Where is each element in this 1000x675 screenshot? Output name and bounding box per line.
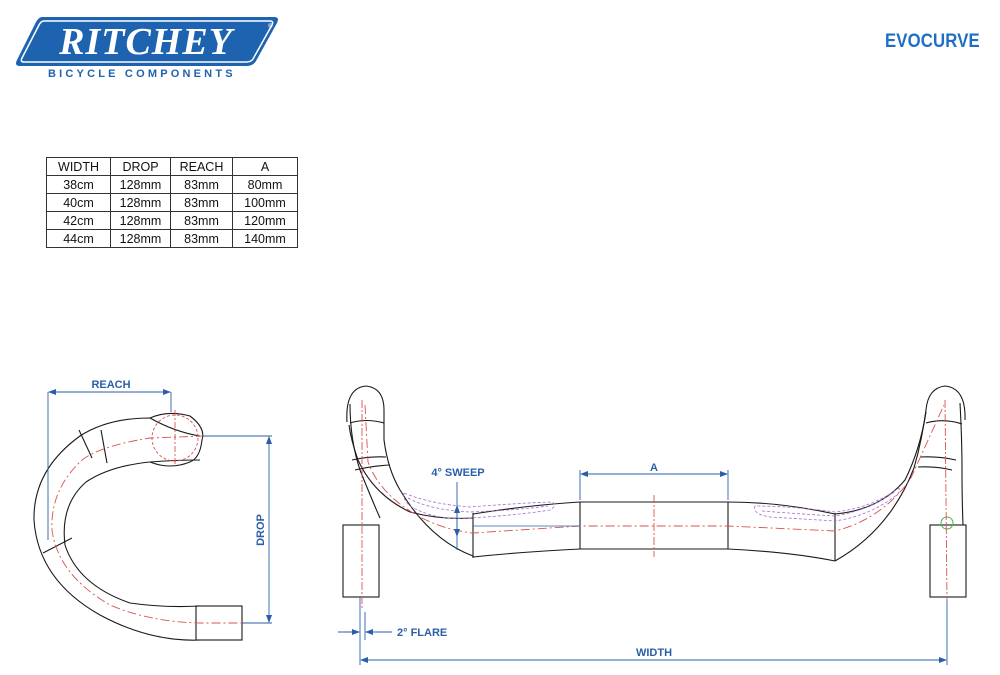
width-label: WIDTH — [636, 647, 672, 659]
table-row: 38cm 128mm 83mm 80mm — [46, 175, 298, 194]
flare-label: 2° FLARE — [397, 627, 447, 639]
side-view: REACH DROP — [33, 379, 272, 641]
table-row: 42cm 128mm 83mm 120mm — [46, 211, 298, 230]
cell-width: 44cm — [46, 229, 111, 248]
drop-label: DROP — [255, 514, 267, 546]
side-hood-end — [149, 412, 204, 467]
cell-a: 140mm — [232, 229, 298, 248]
logo-wordmark: RITCHEY — [58, 21, 236, 63]
right-cable-groove — [754, 488, 900, 522]
side-centerline — [51, 435, 255, 624]
front-marker-circle — [940, 516, 954, 530]
front-view: 4° SWEEP A 2° FLARE WIDTH — [338, 385, 967, 665]
cell-a: 120mm — [232, 211, 298, 230]
side-section-line — [42, 537, 73, 554]
reach-label: REACH — [91, 379, 130, 391]
cell-drop: 128mm — [110, 229, 171, 248]
cell-a: 80mm — [232, 175, 298, 194]
side-outer-outline — [33, 417, 242, 641]
logo-tagline: BICYCLE COMPONENTS — [48, 68, 236, 80]
side-section-line — [78, 429, 93, 459]
side-section-line — [100, 429, 108, 464]
logo-badge: RITCHEY ® — [16, 17, 278, 66]
product-title: EVOCURVE — [885, 31, 980, 52]
sweep-label: 4° SWEEP — [431, 467, 484, 479]
left-cable-groove — [403, 492, 555, 519]
registered-mark: ® — [268, 23, 273, 30]
ritchey-logo: RITCHEY ® — [12, 14, 282, 84]
cell-reach: 83mm — [170, 175, 233, 194]
front-left-hook-inner — [349, 403, 381, 519]
front-right-drop-end — [929, 524, 967, 598]
cell-drop: 128mm — [110, 211, 171, 230]
geometry-table: WIDTH DROP REACH A 38cm 128mm 83mm 80mm … — [46, 157, 298, 248]
header-reach: REACH — [170, 157, 233, 176]
front-left-drop-end — [342, 524, 380, 598]
side-inner-outline — [63, 459, 242, 608]
front-left-hood — [346, 385, 474, 557]
table-header-row: WIDTH DROP REACH A — [46, 157, 298, 176]
cell-reach: 83mm — [170, 211, 233, 230]
a-label: A — [650, 462, 658, 474]
cell-reach: 83mm — [170, 229, 233, 248]
table-row: 44cm 128mm 83mm 140mm — [46, 229, 298, 248]
